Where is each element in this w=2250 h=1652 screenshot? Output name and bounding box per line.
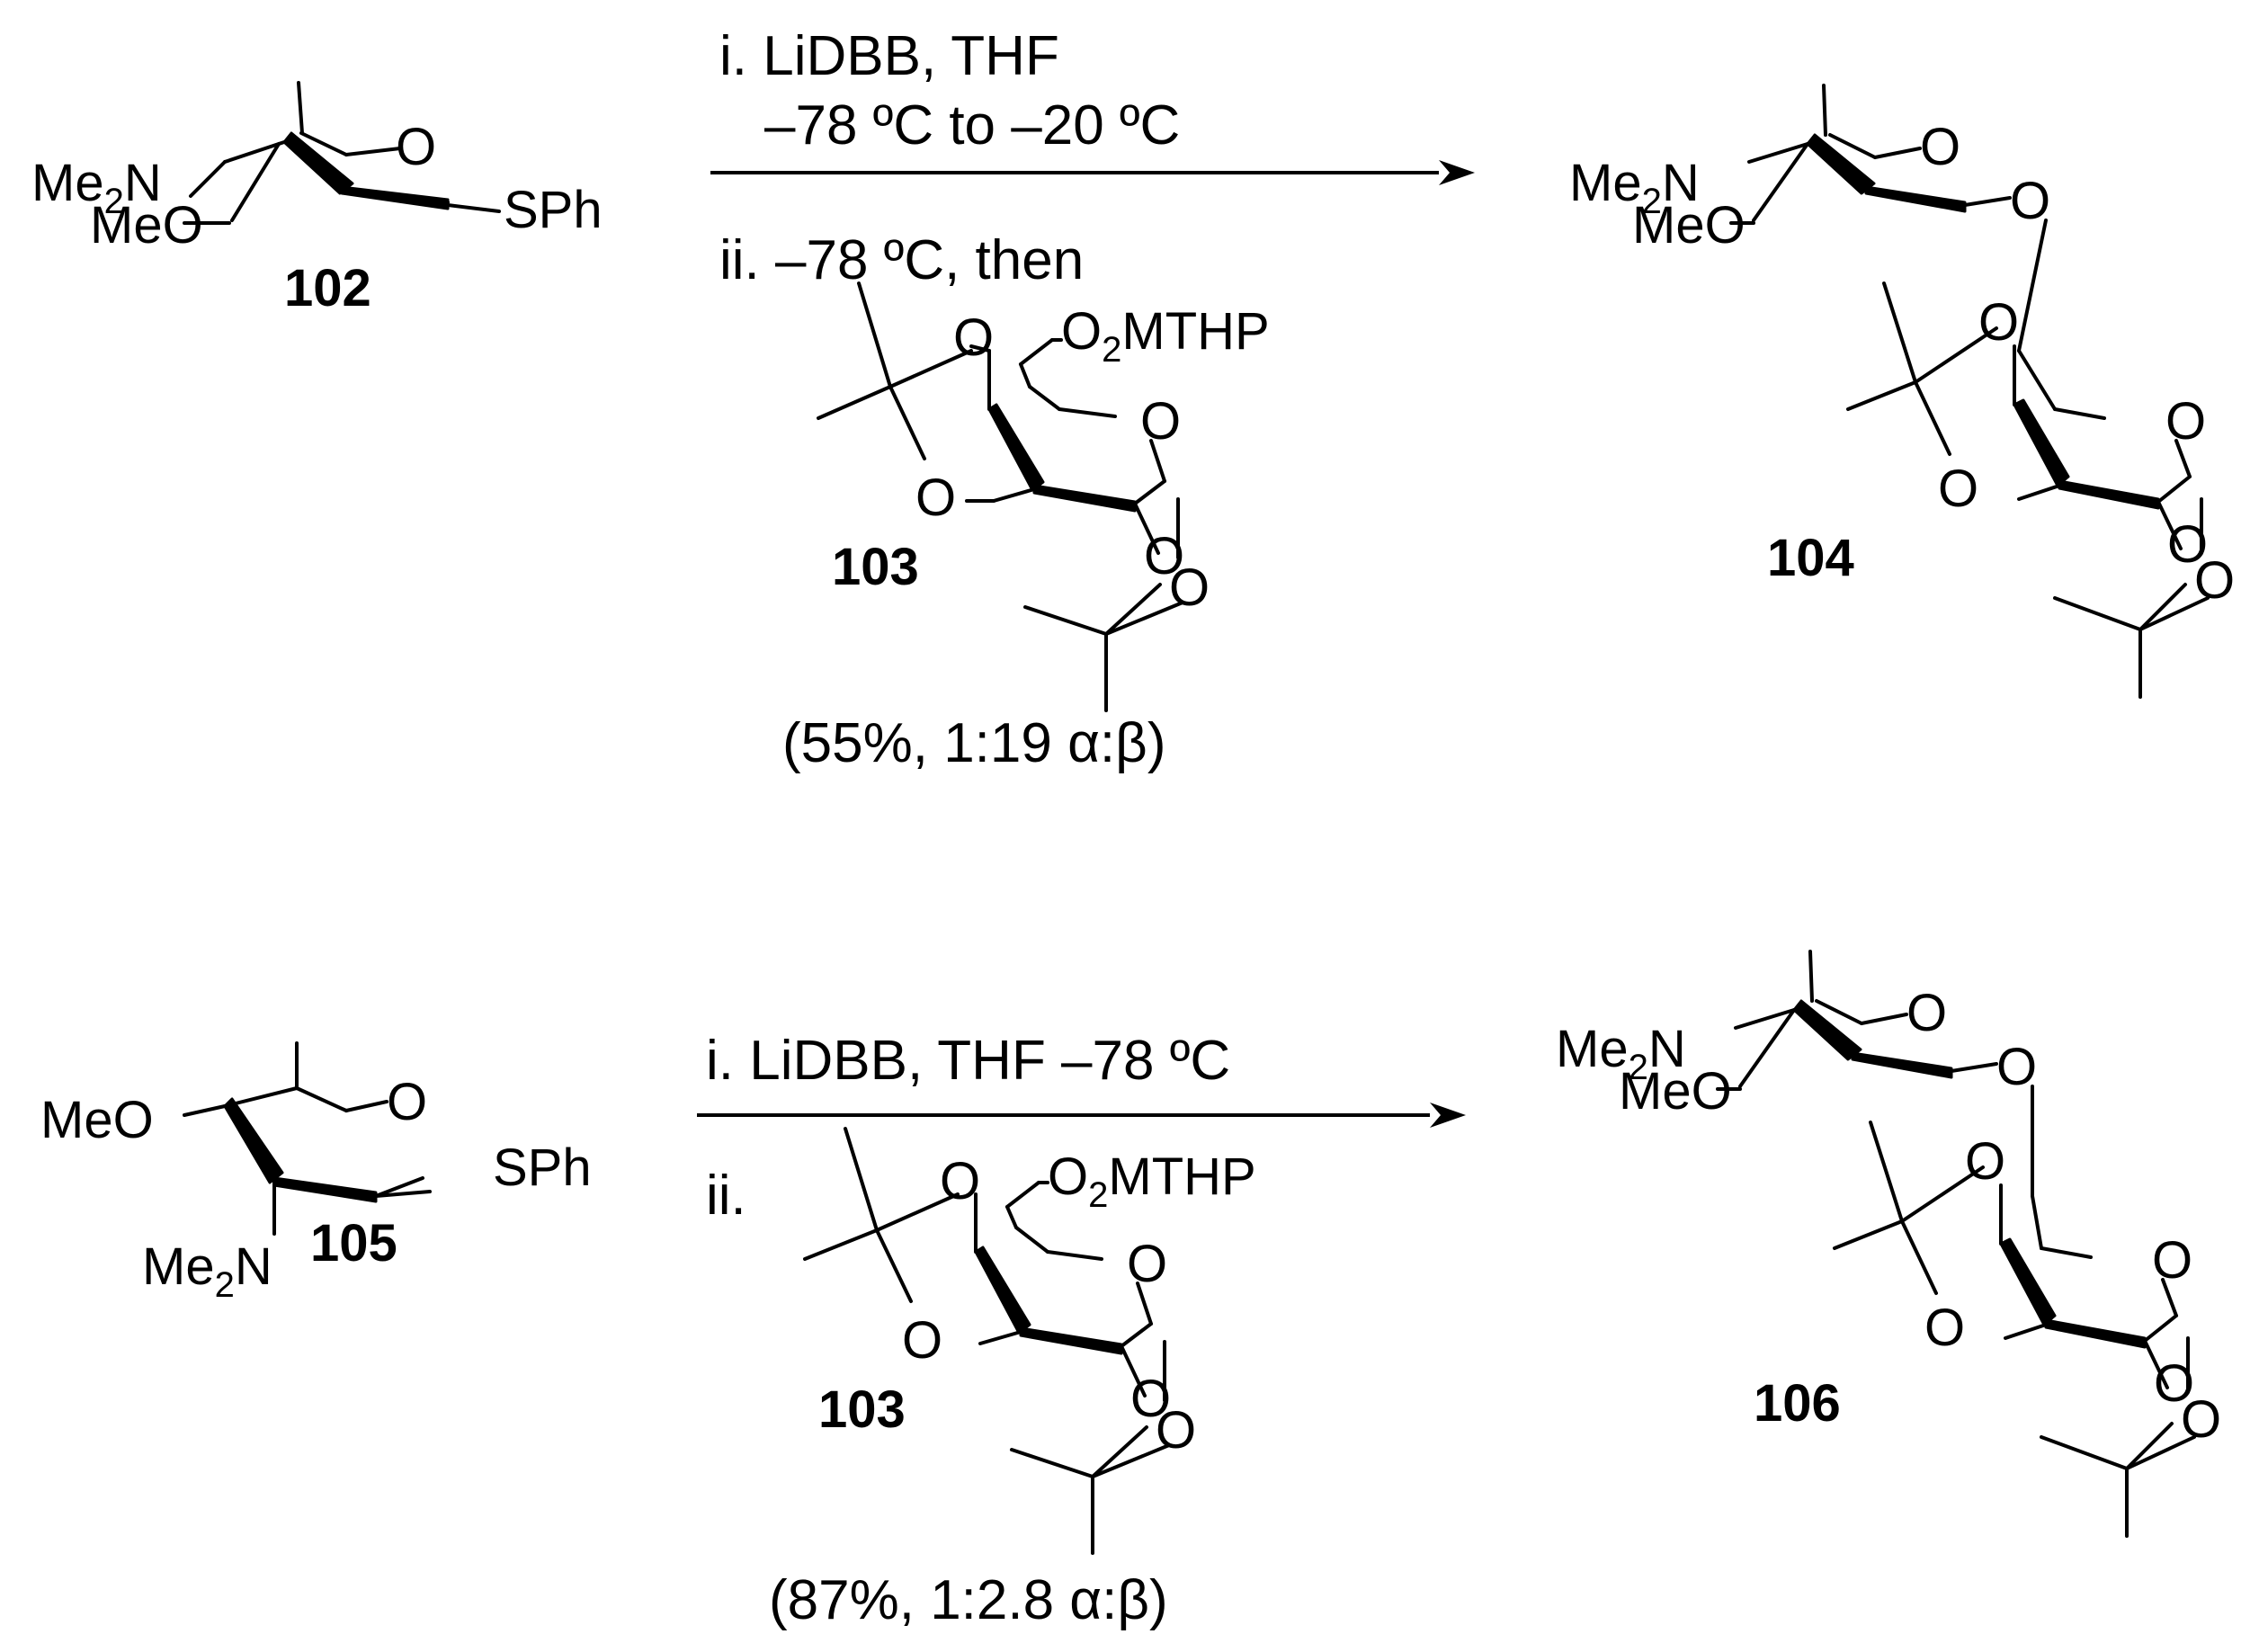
ring-oxygen-102: O bbox=[396, 118, 436, 176]
svg-text:O2MTHP: O2MTHP bbox=[1048, 1147, 1256, 1215]
glycosidic-oxygen-104: O bbox=[2010, 172, 2050, 230]
reaction-arrow-1 bbox=[710, 160, 1475, 185]
oxygen-103d: O bbox=[1169, 558, 1210, 617]
compound-label-106: 106 bbox=[1754, 1374, 1841, 1433]
nme2-label-105: Me bbox=[142, 1237, 215, 1296]
reaction-arrow-2 bbox=[697, 1103, 1466, 1128]
glycosidic-oxygen-106: O bbox=[1996, 1038, 2037, 1096]
oxygen-103g: O bbox=[1130, 1370, 1171, 1428]
svg-text:Me2N: Me2N bbox=[1569, 154, 1700, 221]
o2mthp-label-top: O bbox=[1061, 302, 1102, 361]
oxygen-103a: O bbox=[953, 308, 994, 367]
compound-105: O MeO SPh Me2N 105 bbox=[40, 1041, 592, 1305]
conditions-2-line1: i. LiDBB, THF –78 ºC bbox=[706, 1030, 1230, 1092]
conditions-1-line1: i. LiDBB, THF bbox=[719, 25, 1059, 87]
compound-103-top: O O O O O O2MTHP 103 bbox=[817, 281, 1270, 712]
methoxy-label-106: MeO bbox=[1619, 1062, 1732, 1121]
oxygen-106b: O bbox=[1924, 1299, 1965, 1357]
ring-oxygen-103: O bbox=[1140, 392, 1181, 451]
svg-text:O2MTHP: O2MTHP bbox=[1061, 302, 1270, 370]
svg-text:Me2N: Me2N bbox=[142, 1237, 272, 1305]
compound-103-bottom: O O O O O O2MTHP 103 bbox=[803, 1127, 1256, 1555]
oxygen-103e: O bbox=[940, 1152, 980, 1210]
methoxy-label-104: MeO bbox=[1632, 196, 1746, 254]
oxygen-104d: O bbox=[2194, 551, 2235, 610]
nme2-label-106: Me bbox=[1556, 1020, 1629, 1078]
oxygen-106d: O bbox=[2181, 1390, 2221, 1449]
sph-label-105: SPh bbox=[493, 1139, 592, 1197]
svg-text:Me2N: Me2N bbox=[31, 154, 162, 221]
oxygen-106c: O bbox=[2154, 1354, 2194, 1413]
oxygen-106a: O bbox=[1965, 1132, 2005, 1191]
methoxy-label-105: MeO bbox=[40, 1091, 154, 1149]
nme2-label-104: Me bbox=[1569, 154, 1642, 212]
svg-text:Me2N: Me2N bbox=[1556, 1020, 1686, 1087]
compound-label-103-top: 103 bbox=[832, 538, 919, 596]
oxygen-104b: O bbox=[1938, 460, 1978, 518]
ring-oxygen-104b: O bbox=[2165, 392, 2206, 451]
ring-oxygen-106b: O bbox=[2152, 1231, 2192, 1290]
compound-label-105: 105 bbox=[310, 1214, 397, 1272]
methoxy-label-102: MeO bbox=[90, 196, 203, 254]
oxygen-103h: O bbox=[1156, 1401, 1196, 1460]
conditions-1-line2: –78 ºC to –20 ºC bbox=[764, 94, 1180, 156]
sph-label-102: SPh bbox=[504, 181, 603, 239]
o2mthp-label-bottom: O bbox=[1048, 1147, 1088, 1206]
oxygen-104a: O bbox=[1978, 293, 2019, 352]
compound-106: O O Me2N MeO O O O O O 106 bbox=[1556, 950, 2221, 1538]
compound-label-102: 102 bbox=[284, 259, 371, 317]
compound-label-104: 104 bbox=[1767, 529, 1854, 587]
ring-oxygen-103-bottom: O bbox=[1127, 1235, 1167, 1293]
oxygen-103f: O bbox=[902, 1311, 942, 1370]
conditions-1-line3: ii. –78 ºC, then bbox=[719, 229, 1084, 291]
oxygen-103c: O bbox=[1144, 527, 1184, 585]
oxygen-104c: O bbox=[2167, 515, 2208, 574]
compound-102: O Me2N MeO SPh 102 bbox=[31, 81, 603, 317]
oxygen-103b: O bbox=[915, 469, 956, 527]
ring-oxygen-106: O bbox=[1906, 984, 1947, 1042]
compound-104: O O Me2N MeO O O O O O 104 bbox=[1569, 84, 2235, 699]
compound-label-103-bottom: 103 bbox=[818, 1380, 906, 1439]
ring-oxygen-104: O bbox=[1920, 118, 1960, 176]
yield-1: (55%, 1:19 α:β) bbox=[782, 712, 1165, 774]
conditions-2-line2: ii. bbox=[706, 1165, 746, 1227]
yield-2: (87%, 1:2.8 α:β) bbox=[769, 1569, 1168, 1631]
ring-oxygen-105: O bbox=[387, 1073, 427, 1131]
nme2-label-102: Me bbox=[31, 154, 104, 212]
